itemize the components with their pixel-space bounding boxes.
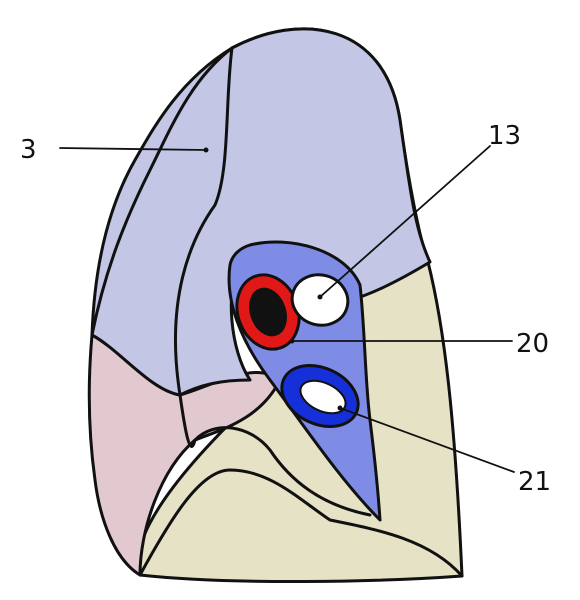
label-3: 3	[20, 135, 37, 165]
leader-dot-13	[317, 294, 323, 300]
label-21: 21	[518, 467, 551, 497]
divider-left	[90, 46, 234, 337]
vein-lumen	[299, 379, 347, 415]
nerve-white	[290, 273, 350, 327]
divider-bottom-arc	[138, 468, 464, 578]
leader-dot-21	[337, 405, 343, 411]
leader-dot-20	[289, 338, 295, 344]
label-13: 13	[488, 121, 521, 151]
leader-13	[319, 145, 491, 298]
divider-fold	[173, 46, 234, 397]
artery-lumen	[249, 287, 287, 337]
label-20: 20	[516, 329, 549, 359]
divider-lower	[193, 426, 372, 517]
leader-dot-3	[203, 147, 209, 153]
leader-3	[59, 147, 207, 151]
divider-inner	[178, 393, 197, 448]
leader-21	[339, 407, 515, 473]
